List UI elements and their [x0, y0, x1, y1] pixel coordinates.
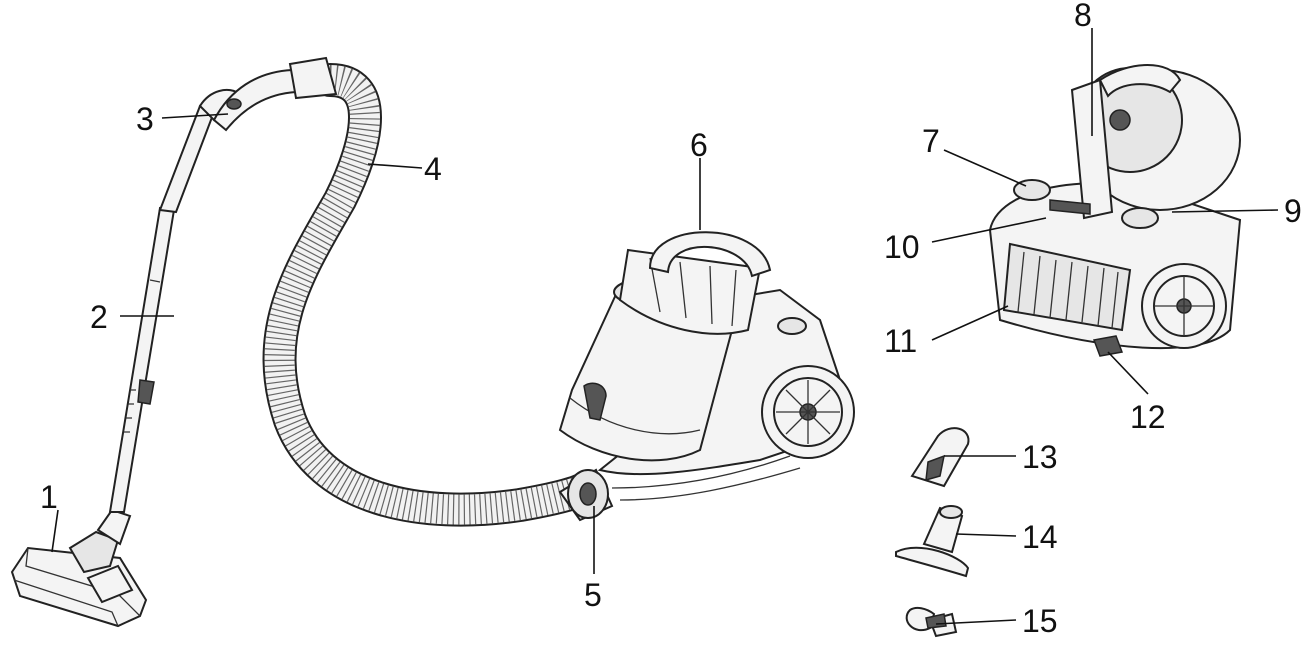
callout-10: 10	[884, 229, 920, 265]
hose-handle	[198, 68, 298, 132]
callout-8: 8	[1074, 0, 1092, 33]
callout-15: 15	[1022, 603, 1058, 639]
callout-numbers: 1 2 3 4 5 6 7 8 9 10 11 12 13 14 15	[40, 0, 1302, 639]
callout-9: 9	[1284, 193, 1302, 229]
vacuum-rear-view	[988, 64, 1242, 357]
callout-5: 5	[584, 577, 602, 613]
telescopic-tube	[108, 104, 216, 513]
crevice-tool	[910, 427, 970, 488]
callout-6: 6	[690, 127, 708, 163]
vacuum-main-body	[558, 231, 855, 522]
callout-12: 12	[1130, 399, 1166, 435]
flexible-hose	[262, 56, 602, 527]
upholstery-tool	[895, 505, 970, 578]
tool-clip	[905, 606, 958, 638]
callout-4: 4	[424, 151, 442, 187]
callout-1: 1	[40, 479, 58, 515]
callout-3: 3	[136, 101, 154, 137]
callout-11: 11	[884, 323, 917, 359]
callout-13: 13	[1022, 439, 1058, 475]
floor-nozzle	[10, 508, 148, 628]
callout-7: 7	[922, 123, 940, 159]
leader-lines	[51, 28, 1279, 625]
callout-14: 14	[1022, 519, 1058, 555]
callout-2: 2	[90, 299, 108, 335]
